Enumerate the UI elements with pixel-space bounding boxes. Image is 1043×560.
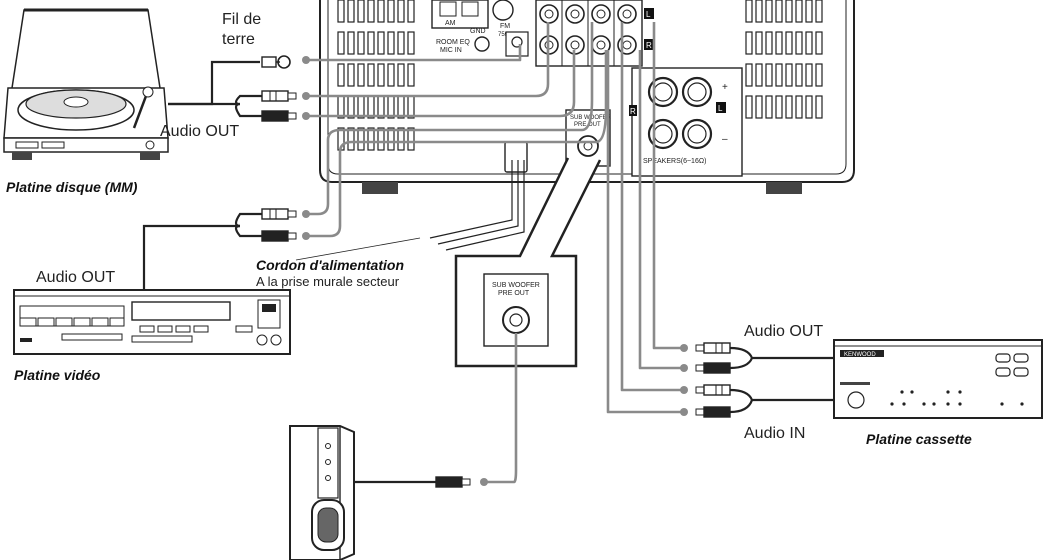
speaker-minus: – xyxy=(722,134,728,145)
callout-subwoofer-label: SUB WOOFER xyxy=(492,282,540,289)
callout-pre-out-label: PRE OUT xyxy=(498,290,530,297)
power-cord xyxy=(429,160,525,251)
cables xyxy=(306,22,684,484)
cassette-deck: KENWOOD xyxy=(833,339,1043,419)
ground-lug xyxy=(261,55,291,69)
room-eq-label: ROOM EQ xyxy=(436,39,470,46)
cable-ends xyxy=(302,56,688,486)
am-terminal: AM GND FM 75Ω xyxy=(431,0,514,38)
turntable-cables xyxy=(168,60,262,118)
vcr-caption: Platine vidéo xyxy=(14,367,101,383)
turntable-caption: Platine disque (MM) xyxy=(6,179,138,195)
gnd-screw xyxy=(505,31,529,57)
receiver-back-panel: AM GND FM 75Ω ROOM EQ MIC IN xyxy=(319,0,855,194)
power-cord-subtitle: A la prise murale secteur xyxy=(256,274,400,289)
cassette-audio-out-label: Audio OUT xyxy=(744,323,823,340)
vcr-rca-plugs xyxy=(261,208,297,242)
power-cord-leader xyxy=(295,237,421,261)
vcr-cables xyxy=(142,212,262,290)
vcr xyxy=(13,289,291,355)
cassette-cables xyxy=(729,346,834,414)
rca-right-label: R xyxy=(646,41,652,50)
speaker-right-label: R xyxy=(630,107,636,116)
turntable-rca-plugs xyxy=(261,90,297,122)
speaker-plus: + xyxy=(722,82,728,93)
subwoofer-unit xyxy=(289,425,471,560)
gnd-label: GND xyxy=(470,28,486,35)
foot xyxy=(362,182,398,194)
fm-label: FM xyxy=(500,23,510,30)
vent-left xyxy=(337,0,415,151)
cassette-caption: Platine cassette xyxy=(866,431,972,447)
cassette-audio-in-label: Audio IN xyxy=(744,425,805,442)
speakers-label: SPEAKERS(6~16Ω) xyxy=(643,158,706,165)
turntable xyxy=(3,8,169,160)
power-cord-title: Cordon d'alimentation xyxy=(256,257,404,273)
rca-left-label: L xyxy=(646,10,651,19)
vcr-audio-out-label: Audio OUT xyxy=(36,269,115,286)
cassette-rca-plugs xyxy=(695,342,731,418)
ground-wire-label-2: terre xyxy=(222,31,255,48)
ground-wire-label-1: Fil de xyxy=(222,11,261,28)
fm-impedance: 75Ω xyxy=(498,32,510,38)
cassette-brand: KENWOOD xyxy=(844,352,876,358)
subwoofer-callout: SUB WOOFER PRE OUT xyxy=(454,157,602,368)
mic-in-label: MIC IN xyxy=(440,47,462,54)
speaker-terminals: + – L R SPEAKERS(6~16Ω) xyxy=(629,67,743,177)
speaker-left-label: L xyxy=(718,104,723,113)
am-label: AM xyxy=(445,20,456,27)
turntable-audio-out-label: Audio OUT xyxy=(160,123,239,140)
rca-input-panel: L R xyxy=(535,0,654,67)
foot xyxy=(766,182,802,194)
fm-jack xyxy=(492,0,514,21)
vent-right xyxy=(745,0,823,119)
room-eq-mic-jack: ROOM EQ MIC IN xyxy=(436,36,490,54)
